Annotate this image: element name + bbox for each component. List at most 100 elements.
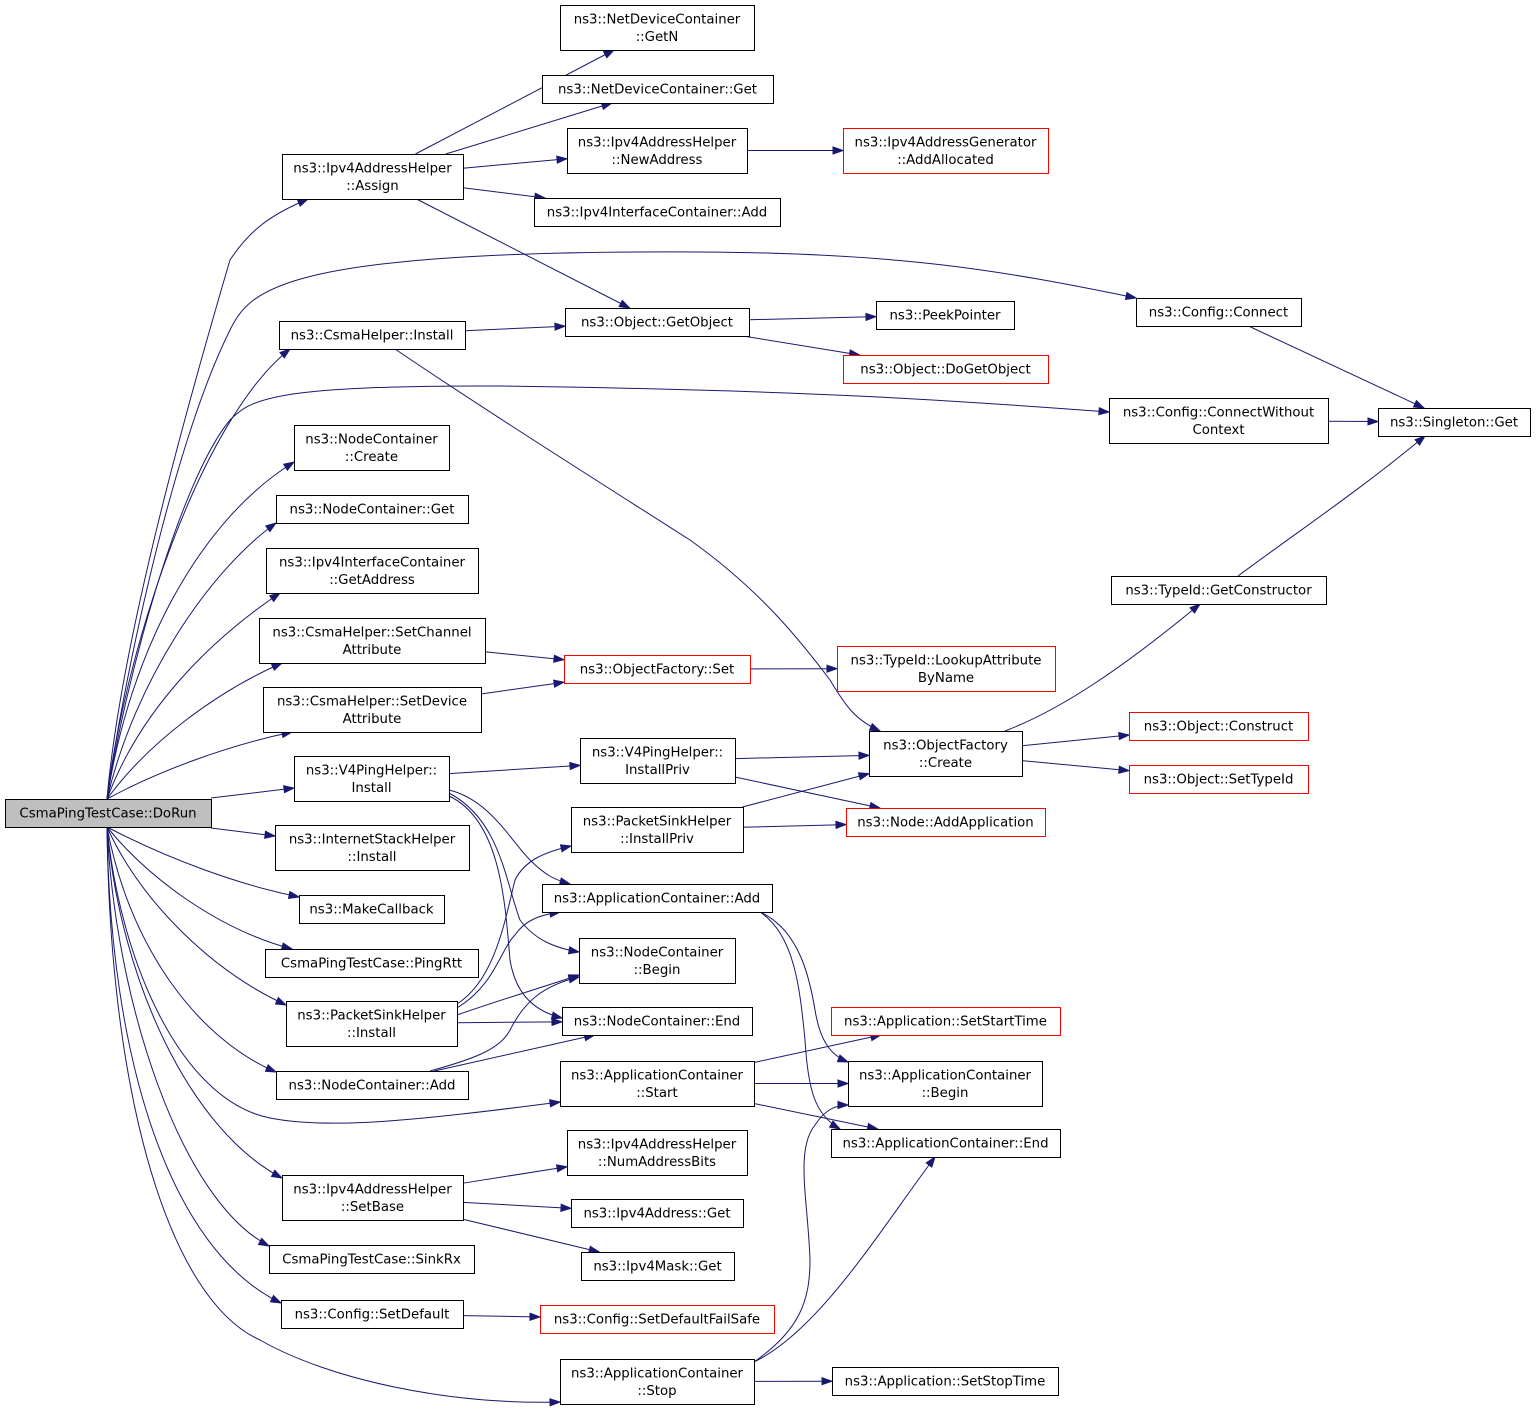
node-typeid-getctor[interactable]: ns3::TypeId::GetConstructor	[1111, 576, 1327, 605]
node-ipv4ah-numbits[interactable]: ns3::Ipv4AddressHelper::NumAddressBits	[567, 1130, 748, 1176]
node-box	[832, 1367, 1059, 1396]
node-psh-installpriv[interactable]: ns3::PacketSinkHelper::InstallPriv	[571, 807, 744, 853]
node-label: ns3::Ipv4Mask::Get	[593, 1260, 721, 1275]
node-ndc-get[interactable]: ns3::NetDeviceContainer::Get	[542, 75, 774, 104]
node-ac-stop[interactable]: ns3::ApplicationContainer::Stop	[560, 1359, 755, 1405]
node-ipv4ah-assign[interactable]: ns3::Ipv4AddressHelper::Assign	[282, 154, 464, 200]
node-label: ns3::CsmaHelper::Install	[291, 329, 454, 344]
node-of-set[interactable]: ns3::ObjectFactory::Set	[564, 655, 751, 684]
node-nc-add[interactable]: ns3::NodeContainer::Add	[276, 1071, 469, 1100]
node-label: ns3::PacketSinkHelper	[583, 814, 732, 829]
node-label: ns3::ApplicationContainer::Add	[554, 892, 761, 907]
node-ac-start[interactable]: ns3::ApplicationContainer::Start	[560, 1061, 755, 1107]
edge-csmah_install-to-of_create	[394, 348, 882, 732]
node-ipv4addr-get[interactable]: ns3::Ipv4Address::Get	[571, 1199, 744, 1228]
node-config-setdefault[interactable]: ns3::Config::SetDefault	[281, 1300, 464, 1329]
node-obj-settypeid[interactable]: ns3::Object::SetTypeId	[1129, 765, 1309, 794]
edge-ac_start-to-ac_end	[753, 1103, 880, 1131]
node-box	[843, 128, 1049, 174]
node-ish-install[interactable]: ns3::InternetStackHelper::Install	[275, 825, 470, 871]
node-box	[259, 618, 486, 664]
node-label: ns3::Ipv4AddressHelper	[293, 161, 452, 176]
node-node-addapp[interactable]: ns3::Node::AddApplication	[846, 808, 1046, 837]
node-ipv4ah-setbase[interactable]: ns3::Ipv4AddressHelper::SetBase	[282, 1175, 464, 1221]
node-singleton-get[interactable]: ns3::Singleton::Get	[1378, 408, 1531, 437]
node-obj-construct[interactable]: ns3::Object::Construct	[1129, 712, 1309, 741]
node-label: Context	[1192, 423, 1244, 438]
node-label: ns3::ObjectFactory	[883, 738, 1008, 753]
node-nc-get[interactable]: ns3::NodeContainer::Get	[276, 495, 469, 524]
node-csmah-install[interactable]: ns3::CsmaHelper::Install	[279, 321, 466, 350]
edge-of_create-to-obj_construct	[1021, 731, 1131, 747]
node-label: ::AddAllocated	[897, 153, 994, 168]
node-box	[560, 1061, 755, 1107]
edge-root-to-ipv4ah_setbase	[106, 826, 284, 1179]
node-ipv4mask-get[interactable]: ns3::Ipv4Mask::Get	[581, 1252, 735, 1281]
node-box	[571, 807, 744, 853]
edge-root-to-config_cwc	[106, 385, 1111, 800]
node-ipv4ah-newaddr[interactable]: ns3::Ipv4AddressHelper::NewAddress	[567, 128, 748, 174]
node-sinkrx[interactable]: CsmaPingTestCase::SinkRx	[269, 1245, 475, 1274]
node-box	[567, 1130, 748, 1176]
node-peekpointer[interactable]: ns3::PeekPointer	[876, 301, 1015, 330]
node-box	[275, 825, 470, 871]
node-box	[281, 1300, 464, 1329]
node-label: ns3::Config::SetDefault	[295, 1308, 450, 1323]
edge-v4ph_install-to-nc_begin	[448, 792, 581, 955]
call-nodes: CsmaPingTestCase::DoRunns3::Ipv4AddressH…	[5, 5, 1531, 1405]
node-v4ph-installpriv[interactable]: ns3::V4PingHelper::InstallPriv	[580, 738, 736, 784]
node-ac-add[interactable]: ns3::ApplicationContainer::Add	[542, 884, 773, 913]
edge-ac_stop-to-app_setstop	[753, 1377, 834, 1386]
node-label: ns3::NodeContainer::Add	[289, 1079, 456, 1094]
node-label: ns3::Object::DoGetObject	[860, 363, 1030, 378]
node-label: ns3::Object::GetObject	[581, 316, 733, 331]
node-box	[579, 938, 736, 984]
node-ndc-getn[interactable]: ns3::NetDeviceContainer::GetN	[560, 5, 755, 51]
node-config-connect[interactable]: ns3::Config::Connect	[1136, 298, 1302, 327]
node-ac-end[interactable]: ns3::ApplicationContainer::End	[831, 1129, 1061, 1158]
node-makecallback[interactable]: ns3::MakeCallback	[299, 895, 445, 924]
node-label: ns3::MakeCallback	[309, 903, 434, 918]
edge-root-to-csmah_install	[106, 348, 292, 800]
node-of-create[interactable]: ns3::ObjectFactory::Create	[869, 731, 1023, 777]
edge-root-to-csmah_setchan	[106, 662, 284, 800]
node-app-setstop[interactable]: ns3::Application::SetStopTime	[832, 1367, 1059, 1396]
node-label: ns3::NodeContainer::End	[574, 1015, 740, 1030]
edge-psh_install-to-nc_end	[456, 1017, 564, 1027]
node-nc-end[interactable]: ns3::NodeContainer::End	[562, 1007, 753, 1036]
node-label: ::Begin	[634, 963, 681, 978]
node-root[interactable]: CsmaPingTestCase::DoRun	[5, 799, 212, 828]
node-box	[269, 1245, 475, 1274]
node-ipv4ic-getaddr[interactable]: ns3::Ipv4InterfaceContainer::GetAddress	[266, 548, 479, 594]
node-label: ns3::Object::SetTypeId	[1144, 773, 1294, 788]
node-label: ns3::Ipv4InterfaceContainer::Add	[547, 206, 767, 221]
node-label: ns3::Application::SetStartTime	[844, 1015, 1047, 1030]
node-pingrtt[interactable]: CsmaPingTestCase::PingRtt	[265, 949, 479, 978]
node-label: ns3::ApplicationContainer	[859, 1068, 1032, 1083]
node-app-setstart[interactable]: ns3::Application::SetStartTime	[831, 1007, 1061, 1036]
edge-root-to-nc_add	[106, 826, 278, 1073]
node-obj-dogetobject[interactable]: ns3::Object::DoGetObject	[843, 355, 1049, 384]
node-config-setdefaultfs[interactable]: ns3::Config::SetDefaultFailSafe	[540, 1305, 775, 1334]
node-v4ph-install[interactable]: ns3::V4PingHelper::Install	[294, 756, 450, 802]
node-box	[540, 1305, 775, 1334]
node-label: Attribute	[343, 643, 402, 658]
edge-v4ph_installpriv-to-of_create	[734, 751, 871, 760]
node-nc-create[interactable]: ns3::NodeContainer::Create	[294, 425, 450, 471]
node-label: ns3::NodeContainer::Get	[290, 503, 455, 518]
node-label: ns3::ApplicationContainer	[571, 1068, 744, 1083]
node-box	[286, 1001, 458, 1047]
node-nc-begin[interactable]: ns3::NodeContainer::Begin	[579, 938, 736, 984]
node-ipv4ic-add[interactable]: ns3::Ipv4InterfaceContainer::Add	[534, 198, 781, 227]
node-psh-install[interactable]: ns3::PacketSinkHelper::Install	[286, 1001, 458, 1047]
node-box	[542, 75, 774, 104]
node-ipv4ag-addalloc[interactable]: ns3::Ipv4AddressGenerator::AddAllocated	[843, 128, 1049, 174]
node-ac-begin[interactable]: ns3::ApplicationContainer::Begin	[848, 1061, 1043, 1107]
node-label: ns3::NetDeviceContainer::Get	[558, 83, 757, 98]
edge-root-to-config_connect	[106, 251, 1138, 800]
node-obj-getobject[interactable]: ns3::Object::GetObject	[565, 308, 750, 337]
